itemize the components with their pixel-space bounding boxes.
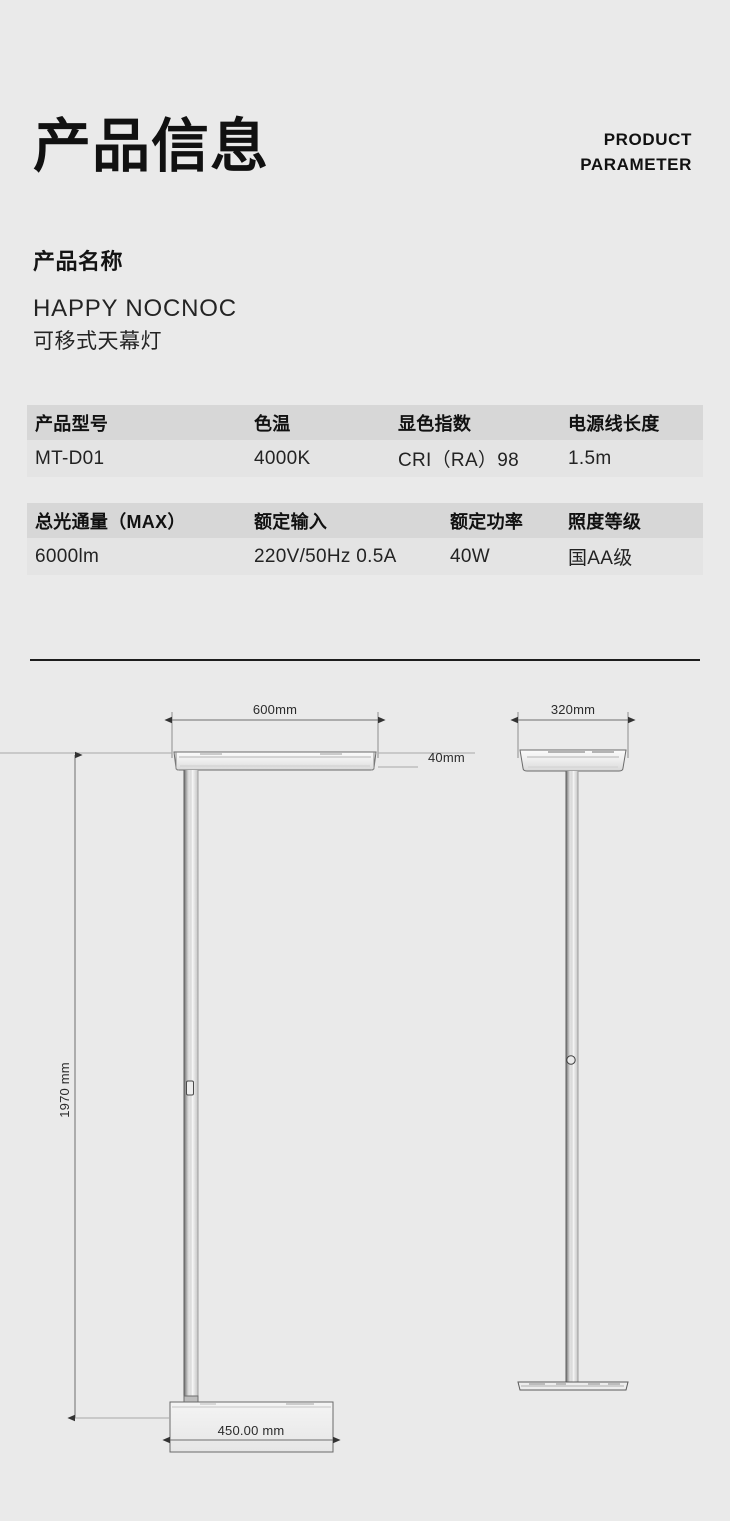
cell-cct: 4000K	[254, 447, 311, 469]
column-header-rated-input: 额定输入	[254, 511, 328, 532]
product-name-english: HAPPY NOCNOC	[33, 294, 237, 322]
cell-luminous-flux: 6000lm	[35, 545, 100, 567]
column-header-rated-power: 额定功率	[450, 511, 524, 532]
column-header-model: 产品型号	[35, 413, 109, 434]
dim-head-thickness-label: 40mm	[428, 750, 465, 765]
cell-model: MT-D01	[35, 447, 105, 469]
technical-drawing-area: 600mm 40mm	[0, 690, 730, 1500]
table-row: 6000lm 220V/50Hz 0.5A 40W 国AA级	[27, 538, 703, 575]
dim-overall-height-label: 1970 mm	[57, 1062, 72, 1118]
pole-switch-detail	[186, 1080, 194, 1096]
header-eyebrow-line1: PRODUCT	[603, 130, 692, 149]
column-header-illum-grade: 照度等级	[568, 511, 642, 532]
page-title: 产品信息	[33, 114, 270, 179]
column-header-cri: 显色指数	[398, 413, 472, 434]
dim-side-width-label: 320mm	[551, 702, 595, 717]
cell-rated-power: 40W	[450, 545, 490, 567]
table-header-row: 总光通量（MAX） 额定输入 额定功率 照度等级	[27, 503, 703, 538]
product-name-block: 产品名称 HAPPY NOCNOC 可移式天幕灯	[33, 248, 453, 355]
column-header-cord-length: 电源线长度	[568, 413, 660, 434]
cell-rated-input: 220V/50Hz 0.5A	[254, 545, 397, 567]
dim-front-width-label: 600mm	[253, 702, 297, 717]
cell-cri: CRI（RA）98	[398, 450, 519, 471]
product-name-label: 产品名称	[33, 249, 124, 274]
cell-illum-grade: 国AA级	[568, 548, 633, 569]
spec-table-basic: 产品型号 色温 显色指数 电源线长度 MT-D01 4000K CRI（RA）9…	[27, 405, 703, 477]
page-header: 产品信息 PRODUCT PARAMETER	[0, 0, 730, 220]
front-view-drawing: 600mm 40mm	[0, 702, 475, 1453]
table-row: MT-D01 4000K CRI（RA）98 1.5m	[27, 440, 703, 477]
section-divider	[30, 659, 700, 661]
column-header-luminous-flux: 总光通量（MAX）	[35, 511, 186, 532]
table-header-row: 产品型号 色温 显色指数 电源线长度	[27, 405, 703, 440]
cell-cord-length: 1.5m	[568, 447, 612, 469]
dim-base-width-label: 450.00 mm	[218, 1423, 285, 1438]
column-header-cct: 色温	[254, 413, 291, 434]
header-eyebrow-line2: PARAMETER	[580, 154, 692, 174]
header-eyebrow: PRODUCT PARAMETER	[432, 128, 692, 177]
spec-table-electrical: 总光通量（MAX） 额定输入 额定功率 照度等级 6000lm 220V/50H…	[27, 503, 703, 575]
pole-circle-detail	[566, 1055, 576, 1065]
product-name-chinese: 可移式天幕灯	[33, 329, 162, 353]
base-plate	[169, 1401, 334, 1453]
side-view-drawing: 320mm	[510, 702, 636, 1391]
